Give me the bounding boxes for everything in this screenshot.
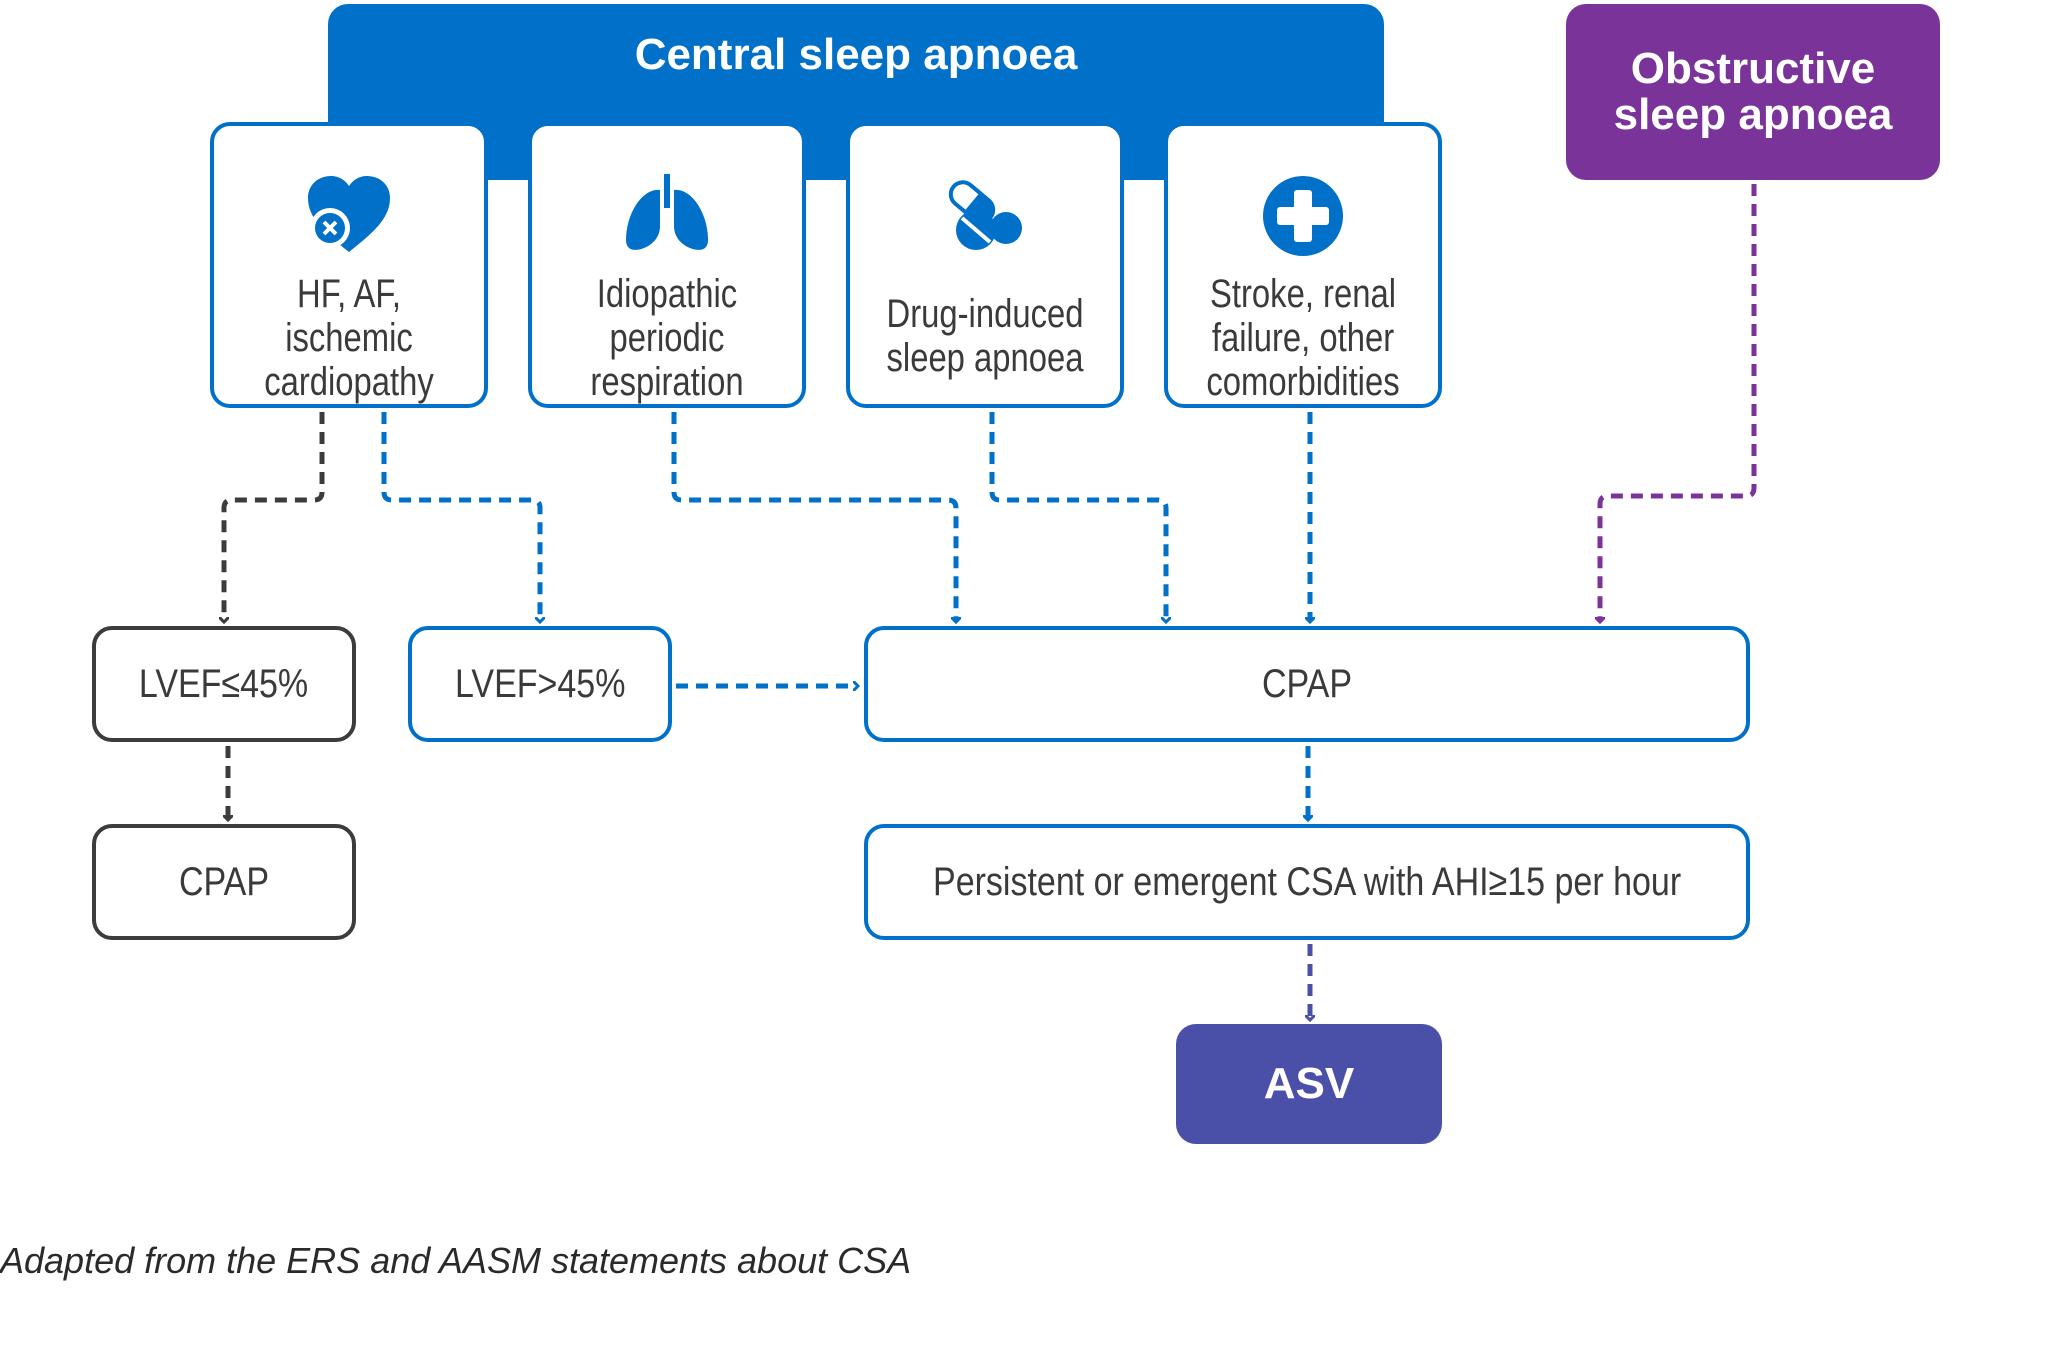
arrow-idiopathic-to-cpap <box>671 412 956 622</box>
lungs-icon <box>532 174 802 254</box>
cause-label-drug-induced: Drug-induced sleep apnoea <box>886 292 1084 380</box>
cause-box-stroke-renal: Stroke, renal failure, other comorbiditi… <box>1164 122 1442 408</box>
cpap-main-box: CPAP <box>864 626 1750 742</box>
cause-label-stroke-renal: Stroke, renal failure, other comorbiditi… <box>1206 272 1400 404</box>
medical-cross-icon <box>1168 174 1438 258</box>
asv-label: ASV <box>1263 1059 1355 1108</box>
cpap-left-label: CPAP <box>178 859 270 904</box>
cause-box-idiopathic: Idiopathic periodic respiration <box>528 122 806 408</box>
lvef-low-box: LVEF≤45% <box>92 626 356 742</box>
pills-icon <box>850 174 1120 254</box>
persistent-csa-box: Persistent or emergent CSA with AHI≥15 p… <box>864 824 1750 940</box>
lvef-high-box: LVEF>45% <box>408 626 672 742</box>
obstructive-sleep-apnoea-label: Obstructive sleep apnoea <box>1613 44 1893 139</box>
lvef-high-label: LVEF>45% <box>454 661 626 706</box>
cause-box-drug-induced: Drug-induced sleep apnoea <box>846 122 1124 408</box>
arrow-cardiac-to-lvef-high <box>381 412 540 622</box>
central-sleep-apnoea-title: Central sleep apnoea <box>634 30 1078 79</box>
cpap-left-box: CPAP <box>92 824 356 940</box>
arrow-drug-induced-to-cpap <box>989 412 1166 622</box>
lvef-low-label: LVEF≤45% <box>139 661 309 706</box>
cpap-main-label: CPAP <box>1261 661 1353 706</box>
cause-label-cardiac: HF, AF, ischemic cardiopathy <box>264 272 434 404</box>
asv-box: ASV <box>1176 1024 1442 1144</box>
arrow-osa-to-cpap <box>1600 184 1757 622</box>
cause-box-cardiac: HF, AF, ischemic cardiopathy <box>210 122 488 408</box>
source-caption: Adapted from the ERS and AASM statements… <box>0 1240 912 1281</box>
cause-label-idiopathic: Idiopathic periodic respiration <box>590 272 744 404</box>
arrow-cardiac-to-lvef-low <box>224 412 325 622</box>
persistent-csa-label: Persistent or emergent CSA with AHI≥15 p… <box>932 859 1682 904</box>
heart-icon <box>214 174 484 254</box>
obstructive-sleep-apnoea-box: Obstructive sleep apnoea <box>1566 4 1940 180</box>
